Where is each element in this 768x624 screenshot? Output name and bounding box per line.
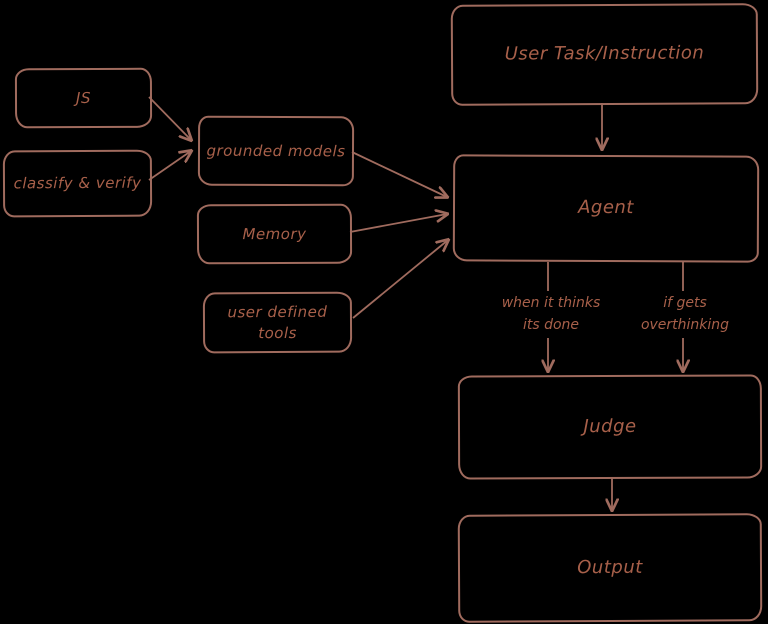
node-user-defined-tools: user defined tools: [202, 291, 353, 354]
edge-label-done-line2: its done: [522, 316, 580, 333]
edge-grounded-models-to-agent: [351, 151, 447, 197]
edge-classify-verify-to-grounded-models: [148, 151, 191, 181]
node-user-task-label: User Task/Instruction: [504, 42, 705, 65]
edge-label-done-line1: when it thinks: [501, 295, 601, 311]
edge-label-overthinking-line2: overthinking: [640, 316, 730, 333]
node-memory: Memory: [196, 203, 353, 265]
node-user-defined-tools-label: user defined tools: [227, 302, 328, 342]
node-grounded-models-label: grounded models: [206, 141, 346, 161]
node-js-label: JS: [75, 88, 91, 107]
node-classify-verify-label: classify & verify: [13, 174, 142, 193]
edge-tools-to-agent: [352, 240, 448, 319]
node-classify-verify: classify & verify: [2, 149, 153, 218]
edge-label-done: when it thinks its done: [488, 291, 614, 339]
node-output: Output: [457, 513, 763, 623]
edge-label-overthinking-line1: if gets: [663, 295, 707, 311]
node-grounded-models: grounded models: [197, 115, 355, 187]
node-judge-label: Judge: [583, 415, 637, 437]
node-user-task: User Task/Instruction: [450, 3, 759, 106]
node-memory-label: Memory: [242, 224, 307, 243]
node-judge: Judge: [457, 374, 763, 480]
node-agent: Agent: [452, 154, 760, 263]
node-output-label: Output: [577, 556, 643, 579]
edge-js-to-grounded-models: [148, 96, 191, 140]
node-js: JS: [14, 67, 153, 129]
edge-label-overthinking: if gets overthinking: [622, 291, 748, 339]
node-agent-label: Agent: [578, 197, 634, 219]
edge-memory-to-agent: [349, 214, 447, 233]
